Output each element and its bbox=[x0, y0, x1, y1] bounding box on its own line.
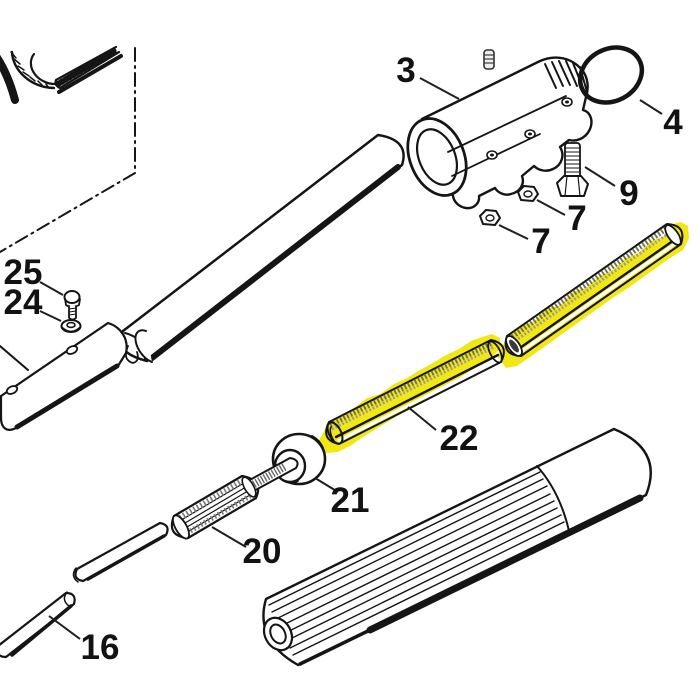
callout-label-7-lower: 7 bbox=[531, 222, 550, 261]
part-3-coupling-sleeve bbox=[406, 49, 593, 210]
liner-segment-upper bbox=[504, 223, 684, 357]
callout-21: 21 bbox=[314, 477, 370, 520]
callout-label-9: 9 bbox=[619, 174, 638, 213]
callout-label-3: 3 bbox=[396, 51, 415, 90]
part-16-drive-rod bbox=[0, 521, 169, 659]
callout-24: 24 bbox=[4, 283, 62, 322]
part-9-hex-bolt bbox=[556, 142, 589, 197]
callout-3: 3 bbox=[396, 51, 460, 100]
callout-label-16: 16 bbox=[81, 628, 120, 667]
part-7-hex-nut-lower bbox=[479, 209, 501, 226]
callout-9: 9 bbox=[584, 166, 639, 213]
part-22-highlighted-liner[interactable] bbox=[318, 222, 689, 453]
part-7-hex-nut-upper bbox=[517, 185, 539, 202]
callout-7-upper: 7 bbox=[536, 199, 587, 238]
part-4-o-ring bbox=[577, 45, 645, 105]
callout-label-24: 24 bbox=[4, 283, 43, 322]
liner-segment-lower bbox=[325, 339, 505, 445]
callout-label-22: 22 bbox=[440, 419, 479, 458]
callout-20: 20 bbox=[211, 526, 282, 571]
callout-22: 22 bbox=[407, 406, 479, 458]
callout-7-lower: 7 bbox=[498, 222, 551, 261]
outer-ribbed-tube bbox=[262, 427, 652, 667]
part-25-screw bbox=[63, 290, 81, 321]
callout-label-25: 25 bbox=[4, 253, 43, 292]
mount-plate bbox=[0, 321, 153, 431]
callout-label-20: 20 bbox=[243, 532, 282, 571]
callout-label-7-upper: 7 bbox=[567, 199, 586, 238]
callout-16: 16 bbox=[48, 615, 120, 667]
part-24-washer bbox=[60, 319, 82, 333]
callout-4: 4 bbox=[639, 99, 683, 142]
callout-label-4: 4 bbox=[663, 103, 683, 142]
callout-label-21: 21 bbox=[331, 481, 370, 520]
highlight-blob-upper bbox=[497, 222, 689, 368]
center-line bbox=[0, 47, 136, 253]
callout-25: 25 bbox=[4, 253, 64, 296]
fragment-top-left-clamp bbox=[0, 45, 123, 104]
clamp-stud bbox=[483, 49, 495, 70]
part-20-coupling-stud bbox=[170, 457, 299, 540]
drive-tube bbox=[119, 133, 405, 364]
